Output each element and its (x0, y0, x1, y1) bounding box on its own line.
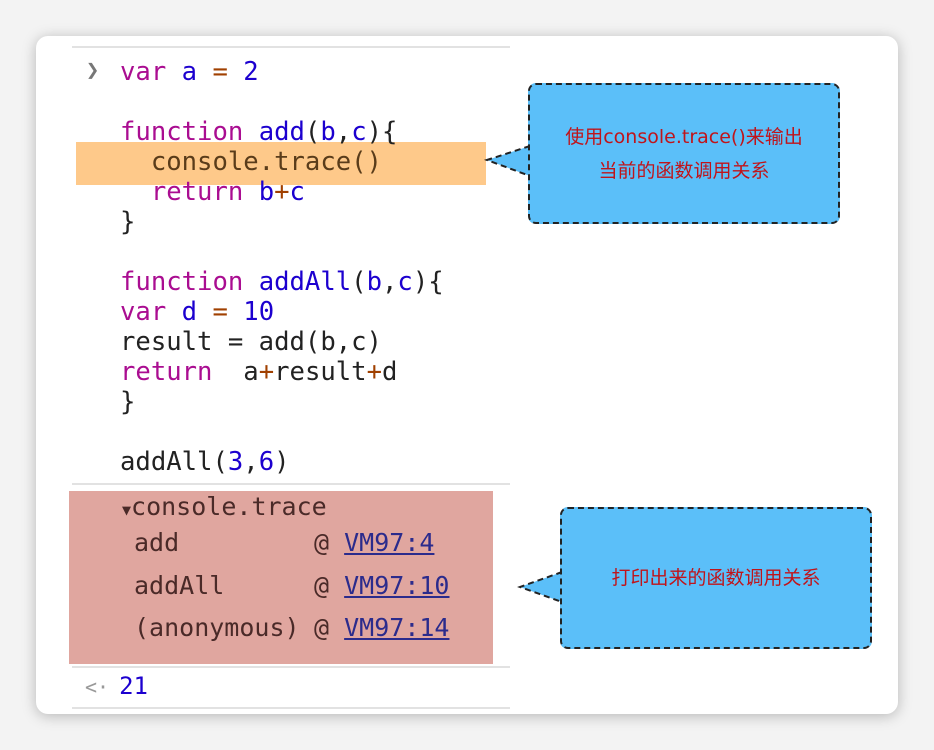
code-token: a (181, 57, 198, 87)
code-token: , (381, 267, 398, 297)
code-line: } (120, 387, 444, 417)
callout-top-pointer (483, 144, 531, 178)
frame-at: @ (314, 571, 330, 600)
result-row: <· 21 (85, 672, 148, 700)
code-line: result = add(b,c) (120, 327, 444, 357)
code-line: var a = 2 (120, 57, 444, 87)
code-token: = (197, 57, 244, 87)
code-token: = (197, 297, 244, 327)
code-token: ){ (366, 117, 398, 147)
code-token: b (320, 117, 336, 147)
code-line: function addAll(b,c){ (120, 267, 444, 297)
frame-at: @ (314, 613, 330, 642)
code-token: return (120, 177, 259, 207)
code-token: , (243, 447, 259, 477)
triangle-down-icon: ▼ (122, 501, 132, 519)
callout-top-line2: 当前的函数调用关系 (598, 159, 770, 182)
code-token: b (366, 267, 382, 297)
code-token: 3 (227, 447, 244, 477)
code-token: d (382, 357, 398, 387)
divider (72, 483, 510, 485)
code-token: + (274, 177, 290, 207)
code-token: c (397, 267, 413, 297)
code-token: result (274, 357, 367, 387)
frame-function: addAll (134, 571, 225, 600)
code-token: function (120, 117, 259, 147)
callout-bottom: 打印出来的函数调用关系 (560, 507, 872, 649)
code-line: function add(b,c){ (120, 117, 444, 147)
trace-frame: (anonymous) @ VM97:14 (134, 613, 449, 642)
code-token: ){ (412, 267, 444, 297)
code-token: var (120, 297, 182, 327)
code-token: result = add(b,c) (120, 327, 382, 357)
frame-location-link[interactable]: VM97:4 (344, 528, 435, 557)
callout-bottom-pointer (517, 570, 563, 604)
chevron-right-icon: ❯ (86, 58, 100, 83)
frame-location-link[interactable]: VM97:10 (344, 571, 450, 600)
code-token: addAll( (120, 447, 228, 477)
callout-top-line1: 使用console.trace()来输出 (565, 125, 803, 148)
code-token: + (366, 357, 382, 387)
code-token: ( (351, 267, 367, 297)
code-token: + (258, 357, 275, 387)
code-token: 10 (243, 297, 275, 327)
code-line: } (120, 207, 444, 237)
highlight-console-trace-line (76, 142, 486, 185)
trace-frame: add @ VM97:4 (134, 528, 434, 557)
trace-frame: addAll @ VM97:10 (134, 571, 449, 600)
callout-bottom-text: 打印出来的函数调用关系 (611, 567, 821, 589)
code-token: 6 (258, 447, 275, 477)
code-token: } (120, 387, 136, 417)
code-token: addAll (258, 267, 352, 297)
trace-title: console.trace (131, 492, 327, 521)
callout-top: 使用console.trace()来输出 当前的函数调用关系 (528, 83, 840, 224)
divider (72, 666, 510, 668)
code-token: a (243, 357, 259, 387)
frame-location-link[interactable]: VM97:14 (344, 613, 450, 642)
return-arrow-icon: <· (85, 675, 110, 699)
code-token: , (335, 117, 352, 147)
trace-output: ▼console.trace add @ VM97:4 addAll @ VM97:1… (69, 491, 493, 664)
code-line: return a+result+d (120, 357, 444, 387)
code-line: return b+c (120, 177, 444, 207)
code-token: return (120, 357, 244, 387)
code-token: ) (274, 447, 290, 477)
code-token: console.trace() (120, 147, 382, 177)
frame-at: @ (314, 528, 330, 557)
frame-function: add (134, 528, 180, 557)
frame-function: (anonymous) (134, 613, 300, 642)
code-token: 2 (243, 57, 259, 87)
trace-header[interactable]: ▼console.trace (122, 492, 327, 521)
code-token: var (120, 57, 182, 87)
code-token: b (258, 177, 275, 207)
code-line: var d = 10 (120, 297, 444, 327)
code-token: } (120, 207, 136, 237)
code-token: c (289, 177, 305, 207)
code-token: ( (304, 117, 321, 147)
divider (72, 707, 510, 709)
code-token: add (258, 117, 305, 147)
code-token: function (120, 267, 259, 297)
code-line: console.trace() (120, 147, 444, 177)
code-token: d (181, 297, 198, 327)
result-value: 21 (119, 672, 148, 700)
code-line: addAll(3,6) (120, 447, 444, 477)
code-token: c (351, 117, 367, 147)
divider (72, 46, 510, 48)
